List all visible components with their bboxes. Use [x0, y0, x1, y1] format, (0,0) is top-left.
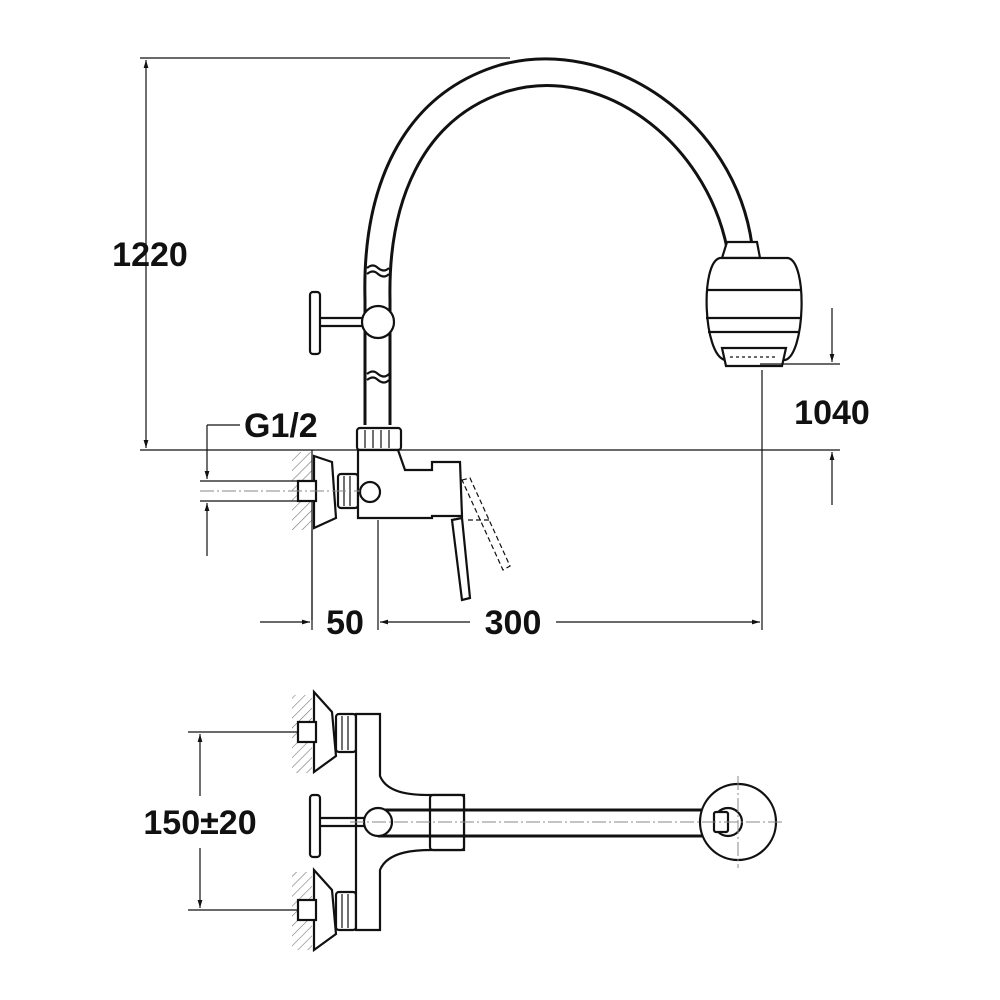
lower-nut — [334, 890, 358, 932]
upper-nut — [334, 712, 358, 754]
lever-handle — [450, 516, 472, 602]
side-view: 1220 1040 G1/2 50 300 — [112, 57, 870, 642]
mixer-eccentric — [358, 480, 382, 504]
dim-1040-label: 1040 — [794, 394, 870, 432]
gooseneck-spout-outer — [363, 57, 754, 425]
dim-50-label: 50 — [326, 604, 364, 642]
side-flange — [312, 454, 338, 530]
dim-g12-label: G1/2 — [244, 407, 318, 445]
lower-flange — [312, 867, 338, 953]
dim-300-label: 300 — [485, 604, 542, 642]
dim-1220-label: 1220 — [112, 236, 188, 274]
gooseneck-spout-inner — [388, 84, 729, 425]
shower-head — [705, 240, 803, 368]
top-support-handle — [308, 793, 322, 859]
support-handle — [308, 290, 322, 356]
break-mark-upper-2 — [366, 270, 390, 278]
top-view: 150±20 — [143, 689, 782, 953]
dim-150-label: 150±20 — [143, 804, 256, 842]
mixer-body — [356, 448, 464, 520]
spout-nut — [355, 426, 403, 452]
break-mark-lower-2 — [366, 376, 390, 384]
lever-ghost — [461, 477, 511, 571]
break-mark-upper — [366, 264, 390, 272]
upper-flange — [312, 689, 338, 775]
support-ball-joint — [360, 304, 396, 340]
break-mark-lower — [366, 370, 390, 378]
